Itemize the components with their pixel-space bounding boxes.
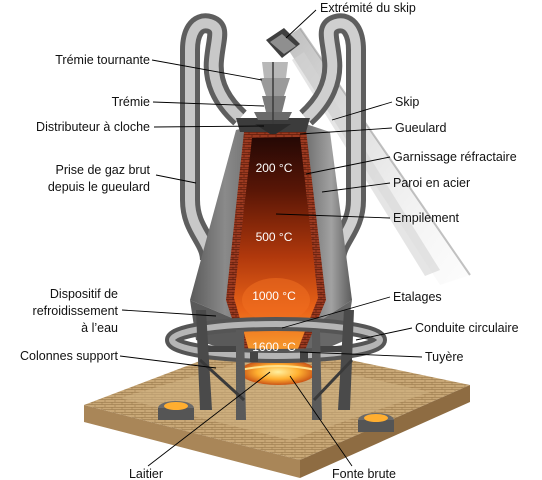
throat-assembly: [236, 62, 310, 134]
leader-lines: [119, 9, 423, 467]
base-platform: [84, 340, 470, 478]
temperature-labels: 200 °C 500 °C 1000 °C 1600 °C: [252, 161, 296, 354]
label-throat: Gueulard: [395, 121, 446, 135]
temp-500: 500 °C: [256, 230, 293, 244]
tuyeres: [208, 346, 348, 362]
label-skip-end: Extrémité du skip: [320, 1, 416, 15]
label-rotating-hopper: Trémie tournante: [55, 53, 150, 67]
slag-ladle: [158, 401, 194, 420]
label-bell-distributor: Distributeur à cloche: [36, 120, 150, 134]
temp-200: 200 °C: [256, 161, 293, 175]
hearth-pool: [239, 359, 317, 385]
temp-1000: 1000 °C: [252, 289, 296, 303]
skip-end: [266, 28, 300, 58]
label-bustle-pipe: Conduite circulaire: [415, 321, 519, 335]
label-support-columns: Colonnes support: [20, 349, 119, 363]
label-hopper: Trémie: [112, 95, 150, 109]
bustle-pipe: [165, 317, 387, 363]
temp-1600: 1600 °C: [252, 340, 296, 354]
label-skip: Skip: [395, 95, 419, 109]
furnace-core: [234, 137, 318, 354]
label-gas-intake-1: Prise de gaz brut: [56, 163, 151, 177]
label-stack: Empilement: [393, 211, 460, 225]
label-bosh: Etalages: [393, 290, 442, 304]
label-tuyere: Tuyère: [425, 350, 463, 364]
gas-uptake-pipes: [180, 13, 366, 262]
label-slag: Laitier: [129, 467, 163, 480]
label-cooling-3: à l’eau: [81, 321, 118, 335]
callout-labels: Extrémité du skip Trémie tournante Trémi…: [20, 1, 519, 480]
label-pig-iron: Fonte brute: [332, 467, 396, 480]
label-cooling-2: refroidissement: [33, 304, 119, 318]
label-steel-shell: Paroi en acier: [393, 176, 470, 190]
label-cooling-1: Dispositif de: [50, 287, 118, 301]
label-gas-intake-2: depuis le gueulard: [48, 180, 150, 194]
label-refractory-lining: Garnissage réfractaire: [393, 150, 517, 164]
iron-ladle: [358, 413, 394, 432]
